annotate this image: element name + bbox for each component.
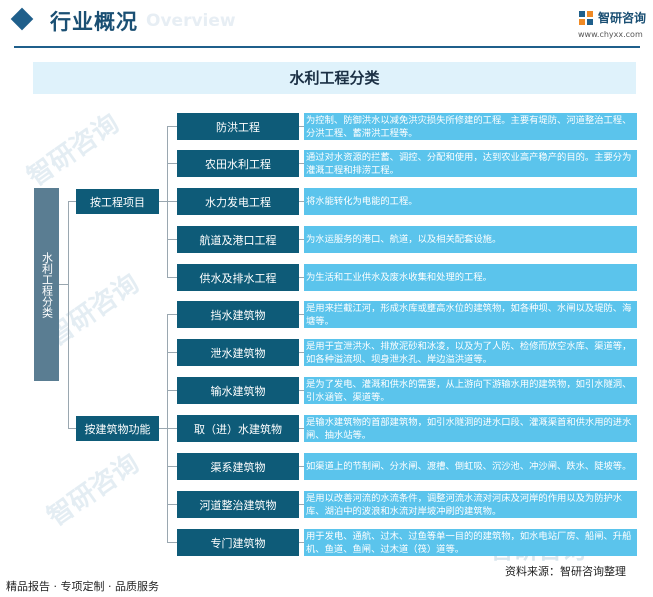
item-description: 为水运服务的港口、航道，以及相关配套设施。 xyxy=(304,226,637,253)
connector xyxy=(159,201,167,202)
item-node: 河道整治建筑物 xyxy=(177,491,299,518)
connector xyxy=(299,390,304,391)
connector xyxy=(167,201,177,202)
item-description: 是为了发电、灌溉和供水的需要，从上游向下游输水用的建筑物，如引水隧洞、引水涵管、… xyxy=(304,377,637,404)
connector xyxy=(299,352,304,353)
item-description: 是输水建筑物的首部建筑物，如引水隧洞的进水口段、灌溉渠首和供水用的进水闸、抽水站… xyxy=(304,415,637,442)
connector xyxy=(167,239,177,240)
connector xyxy=(167,314,177,315)
connector xyxy=(59,284,68,285)
item-node: 水力发电工程 xyxy=(177,188,299,215)
item-node: 输水建筑物 xyxy=(177,377,299,404)
connector xyxy=(299,466,304,467)
connector xyxy=(68,201,69,428)
connector xyxy=(299,201,304,202)
header: Overview 行业概况 智研咨询 www.chyxx.com xyxy=(0,0,653,48)
item-node: 挡水建筑物 xyxy=(177,301,299,328)
item-node: 取（进）水建筑物 xyxy=(177,415,299,442)
root-node: 水利工程分类 xyxy=(34,188,59,381)
item-description: 是用于宣泄洪水、排放泥砂和冰凌，以及为了人防、检修而放空水库、渠道等，如各种溢流… xyxy=(304,339,637,366)
item-node: 渠系建筑物 xyxy=(177,453,299,480)
connector xyxy=(167,390,177,391)
source-note: 资料来源：智研咨询整理 xyxy=(505,565,626,578)
brand-name: 智研咨询 xyxy=(598,11,647,25)
connector xyxy=(68,201,76,202)
item-node: 航道及港口工程 xyxy=(177,226,299,253)
item-description: 为控制、防御洪水以减免洪灾损失所修建的工程。主要有堤防、河道整治工程、分洪工程、… xyxy=(304,113,637,140)
header-watermark: Overview xyxy=(146,11,236,31)
watermark: 智研咨询 xyxy=(42,448,145,533)
connector xyxy=(159,428,167,429)
connector xyxy=(167,466,177,467)
connector xyxy=(299,314,304,315)
header-divider xyxy=(14,46,640,48)
connector xyxy=(299,126,304,127)
item-node: 防洪工程 xyxy=(177,113,299,140)
category-node-function: 按建筑物功能 xyxy=(76,416,159,441)
watermark: 智研咨询 xyxy=(22,108,125,193)
brand-logo-icon xyxy=(579,11,593,25)
item-node: 泄水建筑物 xyxy=(177,339,299,366)
connector xyxy=(167,126,177,127)
diagram-title-banner: 水利工程分类 xyxy=(33,62,636,94)
connector xyxy=(167,163,177,164)
connector xyxy=(299,239,304,240)
root-node-label: 水利工程分类 xyxy=(40,251,54,318)
connector xyxy=(167,277,177,278)
item-description: 用于发电、通航、过木、过鱼等单一目的的建筑物，如水电站厂房、船闸、升船机、鱼道、… xyxy=(304,529,637,556)
item-description: 是用以改善河流的水流条件，调整河流水流对河床及河岸的作用以及为防护水库、湖泊中的… xyxy=(304,491,637,518)
diagram-title: 水利工程分类 xyxy=(289,69,380,87)
footer-tagline: 精品报告 · 专项定制 · 品质服务 xyxy=(6,580,159,593)
connector xyxy=(299,428,304,429)
connector xyxy=(68,428,76,429)
item-description: 如渠道上的节制闸、分水闸、渡槽、倒虹吸、沉沙池、冲沙闸、跌水、陡坡等。 xyxy=(304,453,637,480)
connector xyxy=(299,163,304,164)
item-description: 将水能转化为电能的工程。 xyxy=(304,188,637,215)
item-node: 农田水利工程 xyxy=(177,150,299,177)
connector xyxy=(299,542,304,543)
item-description: 通过对水资源的拦蓄、调控、分配和使用，达到农业高产稳产的目的。主要分为灌溉工程和… xyxy=(304,150,637,177)
item-description: 是用来拦截江河，形成水库或壅高水位的建筑物，如各种坝、水闸以及堤防、海塘等。 xyxy=(304,301,637,328)
connector xyxy=(167,542,177,543)
item-node: 供水及排水工程 xyxy=(177,264,299,291)
diamond-icon xyxy=(10,7,34,31)
category-node-project: 按工程项目 xyxy=(76,189,159,214)
item-node: 专门建筑物 xyxy=(177,529,299,556)
connector xyxy=(299,504,304,505)
connector xyxy=(299,277,304,278)
connector xyxy=(167,428,177,429)
connector xyxy=(167,352,177,353)
item-description: 为生活和工业供水及废水收集和处理的工程。 xyxy=(304,264,637,291)
connector xyxy=(167,504,177,505)
page-title: 行业概况 xyxy=(50,10,138,34)
brand-url: www.chyxx.com xyxy=(578,30,643,39)
